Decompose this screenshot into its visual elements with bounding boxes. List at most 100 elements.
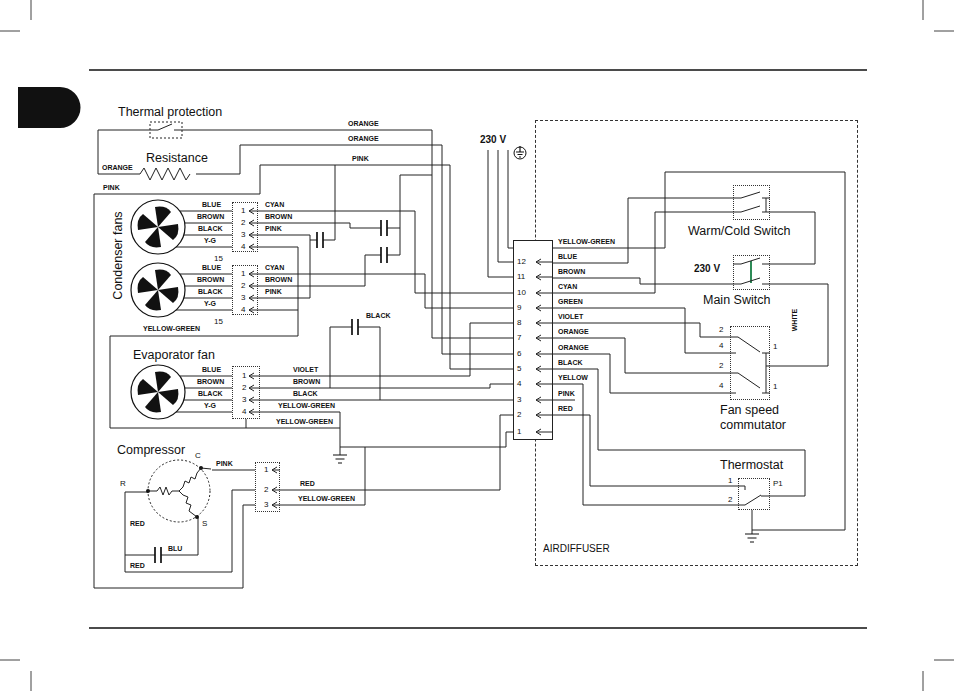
wire-color-label: BLACK — [198, 225, 223, 233]
terminal-number: 2 — [719, 361, 723, 370]
component-label: Resistance — [146, 151, 208, 166]
wire-color-label: GREEN — [558, 298, 583, 306]
wire-color-label: VIOLET — [293, 366, 318, 374]
wire-color-label: ORANGE — [558, 344, 589, 352]
wire-color-label: WHITE — [791, 309, 799, 332]
terminal-number: 1 — [242, 371, 246, 380]
terminal-number: 3 — [241, 230, 245, 239]
wire-color-label: Y-G — [204, 237, 216, 245]
wire-connector — [770, 284, 828, 366]
wire-color-label: BROWN — [558, 268, 585, 276]
terminal-number: R — [120, 479, 126, 488]
component-symbol — [738, 478, 770, 510]
wire-connector — [280, 415, 513, 490]
wire-color-label: YELLOW — [558, 374, 588, 382]
terminal-number: 2 — [264, 485, 268, 494]
wire-color-label: RED — [130, 520, 145, 528]
wire-color-label: Y-G — [204, 402, 216, 410]
terminal-number: 5 — [517, 364, 521, 373]
wire-color-label: YELLOW-GREEN — [298, 495, 355, 503]
terminal-number: P1 — [773, 479, 783, 488]
wire-color-label: PINK — [558, 390, 575, 398]
terminal-number: 7 — [517, 333, 521, 342]
terminal-number: 2 — [728, 495, 732, 504]
terminal-number: 9 — [517, 303, 521, 312]
terminal-number: 8 — [517, 318, 521, 327]
wire — [94, 130, 845, 588]
wire-connector — [260, 323, 513, 376]
terminal-number: 2 — [241, 281, 245, 290]
terminal-number: 4 — [517, 379, 521, 388]
component-label: Thermal protection — [118, 105, 222, 120]
wire-color-label: BROWN — [293, 378, 320, 386]
wire-color-label: BLACK — [293, 390, 318, 398]
wire-connector — [553, 308, 730, 353]
wire-connector — [553, 354, 730, 393]
component-label: Thermostat — [720, 458, 783, 473]
compressor-symbol: CompressorCRS — [148, 460, 212, 524]
wire-color-label: BLACK — [366, 312, 391, 320]
terminal-block: 1234 — [232, 366, 260, 419]
component-symbol — [730, 326, 770, 400]
wire-connector — [258, 211, 513, 293]
chapter-tab — [18, 87, 81, 128]
terminal-number: 10 — [517, 288, 526, 297]
wire-connector — [212, 470, 255, 471]
terminal-number: C — [195, 451, 201, 460]
voltage-label: 230 V — [480, 134, 506, 146]
terminal-number: 4 — [241, 305, 245, 314]
terminal-number: 1 — [773, 382, 777, 391]
wire-color-label: BROWN — [197, 213, 224, 221]
terminal-block: 1 2 3 4 — [232, 265, 258, 315]
terminal-number: 2 — [517, 410, 521, 419]
wire-color-label: PINK — [265, 288, 282, 296]
wire-color-label: ORANGE — [348, 120, 379, 128]
wire-color-label: CYAN — [265, 264, 284, 272]
terminal-number: 3 — [241, 293, 245, 302]
terminal-number: 2 — [242, 383, 246, 392]
fan-symbol — [131, 263, 185, 317]
wire-color-label: YELLOW-GREEN — [278, 402, 335, 410]
wire-color-label: YELLOW-GREEN — [143, 325, 200, 333]
wire-color-label: BLACK — [198, 288, 223, 296]
terminal-number: 3 — [517, 395, 521, 404]
terminal-number: 4 — [241, 242, 245, 251]
terminal-number: 15 — [214, 254, 223, 263]
wire-color-label: RED — [558, 405, 573, 413]
wire-color-label: PINK — [265, 225, 282, 233]
terminal-number: 1 — [517, 427, 521, 436]
thermal-protector-contact — [150, 124, 182, 130]
wire-color-label: BLACK — [198, 390, 223, 398]
wire-color-label: BROWN — [265, 276, 292, 284]
wire-color-label: BROWN — [197, 378, 224, 386]
terminal-number: 4 — [719, 341, 723, 350]
housing-label: AIRDIFFUSER — [543, 543, 610, 555]
component-label: Condenser fans — [111, 211, 126, 299]
wire-color-label: BROWN — [265, 213, 292, 221]
wire-color-label: RED — [300, 480, 315, 488]
terminal-number: 15 — [214, 317, 223, 326]
component-label: Main Switch — [703, 293, 770, 308]
fan-symbol — [131, 200, 185, 254]
terminal-number: 1 — [241, 206, 245, 215]
page-rule — [89, 70, 867, 628]
terminal-number: 1 — [241, 269, 245, 278]
terminal-number: 1 — [728, 476, 732, 485]
terminal-number: 2 — [719, 325, 723, 334]
thermal-protector — [150, 122, 182, 138]
component-label: Warm/Cold Switch — [688, 224, 790, 239]
wire-color-label: Y-G — [204, 300, 216, 308]
wire-color-label: YELLOW-GREEN — [558, 238, 615, 246]
wire-color-label: PINK — [352, 155, 369, 163]
wire-color-label: BLUE — [202, 201, 221, 209]
terminal-block: 121110987654321 — [513, 240, 553, 440]
wire-color-label: BLUE — [558, 253, 577, 261]
wire-color-label: BROWN — [197, 276, 224, 284]
terminal-number: 1 — [264, 465, 268, 474]
terminal-block: 1234 — [232, 202, 258, 252]
component-label: Evaporator fan — [133, 348, 215, 363]
wire-color-label: BLUE — [202, 366, 221, 374]
